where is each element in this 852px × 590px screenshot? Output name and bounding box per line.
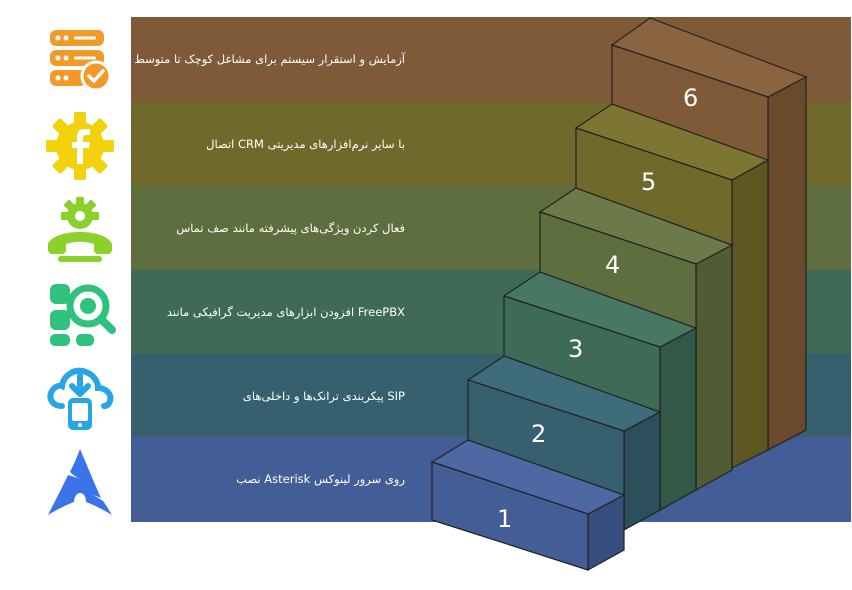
stair-6-number: 6 [683, 84, 698, 112]
stair-5-number: 5 [641, 168, 656, 196]
phone-settings-icon [48, 197, 112, 262]
step-1-text: روی سرور لینوکس Asterisk نصب [236, 472, 405, 486]
cloud-download-phone-icon [47, 367, 114, 430]
stair-3-number: 3 [568, 335, 583, 363]
step-3-text: FreePBX افزودن ابزارهای مدیریت گرافیکی م… [166, 305, 405, 319]
facebook-gear-icon [46, 112, 114, 180]
stair-2-number: 2 [531, 420, 546, 448]
server-check-icon [50, 30, 112, 92]
stair-1: 1 [430, 439, 626, 572]
step-4-text: فعال کردن ویژگی‌های پیشرفته مانند صف تما… [176, 221, 405, 235]
step-2-text: SIP پیکربندی ترانک‌ها و داخلی‌های [242, 389, 405, 403]
arch-linux-icon [48, 449, 112, 515]
search-apps-icon [50, 284, 116, 346]
stair-4-number: 4 [605, 251, 620, 279]
stair-1-number: 1 [497, 505, 512, 533]
step-5-text: با سایر نرم‌افزارهای مدیریتی CRM اتصال [206, 137, 405, 151]
step-6-text: آزمایش و استقرار سیستم برای مشاغل کوچک ت… [134, 52, 405, 66]
